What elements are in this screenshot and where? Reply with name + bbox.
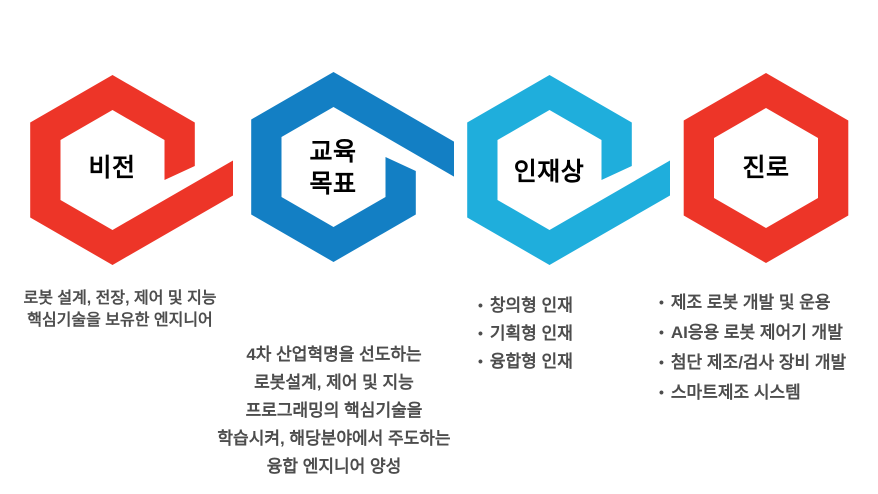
vision-label-text: 비전: [88, 154, 136, 182]
bullet-icon: •: [659, 324, 664, 340]
list-item: • AI응용 로봇 제어기 개발: [659, 318, 846, 348]
goals-hexagon-label: 교육 목표: [263, 136, 403, 200]
career-item-1: 제조 로봇 개발 및 운용: [670, 293, 831, 312]
goals-description-line-5: 융합 엔지니어 양성: [266, 457, 402, 476]
hexagon-career-shape: [683, 73, 849, 263]
goals-description-line-4: 학습시켜, 해당분야에서 주도하는: [217, 429, 451, 448]
talent-bullet-list: • 창의형 인재 • 기획형 인재 • 융합형 인재: [478, 292, 573, 376]
list-item: • 창의형 인재: [478, 292, 573, 320]
list-item: • 기획형 인재: [478, 320, 573, 348]
hexagon-goals-shape: [251, 72, 454, 262]
bullet-icon: •: [478, 297, 483, 313]
talent-item-2: 기획형 인재: [489, 324, 573, 343]
career-item-2: AI응용 로봇 제어기 개발: [670, 323, 843, 342]
vision-description-line-2: 핵심기술을 보유한 엔지니어: [27, 312, 213, 329]
list-item: • 스마트제조 시스템: [659, 378, 846, 408]
goals-label-line-1: 교육: [309, 138, 357, 166]
vision-description-line-1: 로봇 설계, 전장, 제어 및 지능: [23, 290, 217, 307]
vision-description: 로봇 설계, 전장, 제어 및 지능 핵심기술을 보유한 엔지니어: [0, 288, 240, 332]
bullet-icon: •: [659, 354, 664, 370]
career-item-3: 첨단 제조/검사 장비 개발: [670, 353, 847, 372]
talent-hexagon-label: 인재상: [479, 156, 619, 188]
goals-description-line-1: 4차 산업혁명을 선도하는: [246, 345, 422, 364]
bullet-icon: •: [478, 353, 483, 369]
hexagon-talent-shape: [467, 75, 670, 265]
career-bullet-list: • 제조 로봇 개발 및 운용 • AI응용 로봇 제어기 개발 • 첨단 제조…: [659, 288, 846, 408]
bullet-icon: •: [659, 384, 664, 400]
bullet-icon: •: [659, 294, 664, 310]
goals-description-line-3: 프로그래밍의 핵심기술을: [245, 401, 423, 420]
goals-label-line-2: 목표: [309, 170, 357, 198]
bullet-icon: •: [478, 325, 483, 341]
talent-label-text: 인재상: [513, 158, 585, 186]
career-item-4: 스마트제조 시스템: [670, 383, 801, 402]
goals-description: 4차 산업혁명을 선도하는 로봇설계, 제어 및 지능 프로그래밍의 핵심기술을…: [200, 341, 468, 481]
hexagon-vision-shape: [30, 75, 234, 265]
career-label-text: 진로: [742, 154, 790, 182]
talent-item-3: 융합형 인재: [489, 352, 573, 371]
vision-hexagon-label: 비전: [42, 152, 182, 184]
list-item: • 제조 로봇 개발 및 운용: [659, 288, 846, 318]
list-item: • 첨단 제조/검사 장비 개발: [659, 348, 846, 378]
goals-description-line-2: 로봇설계, 제어 및 지능: [254, 373, 414, 392]
talent-item-1: 창의형 인재: [489, 296, 573, 315]
career-hexagon-label: 진로: [696, 152, 836, 184]
list-item: • 융합형 인재: [478, 348, 573, 376]
